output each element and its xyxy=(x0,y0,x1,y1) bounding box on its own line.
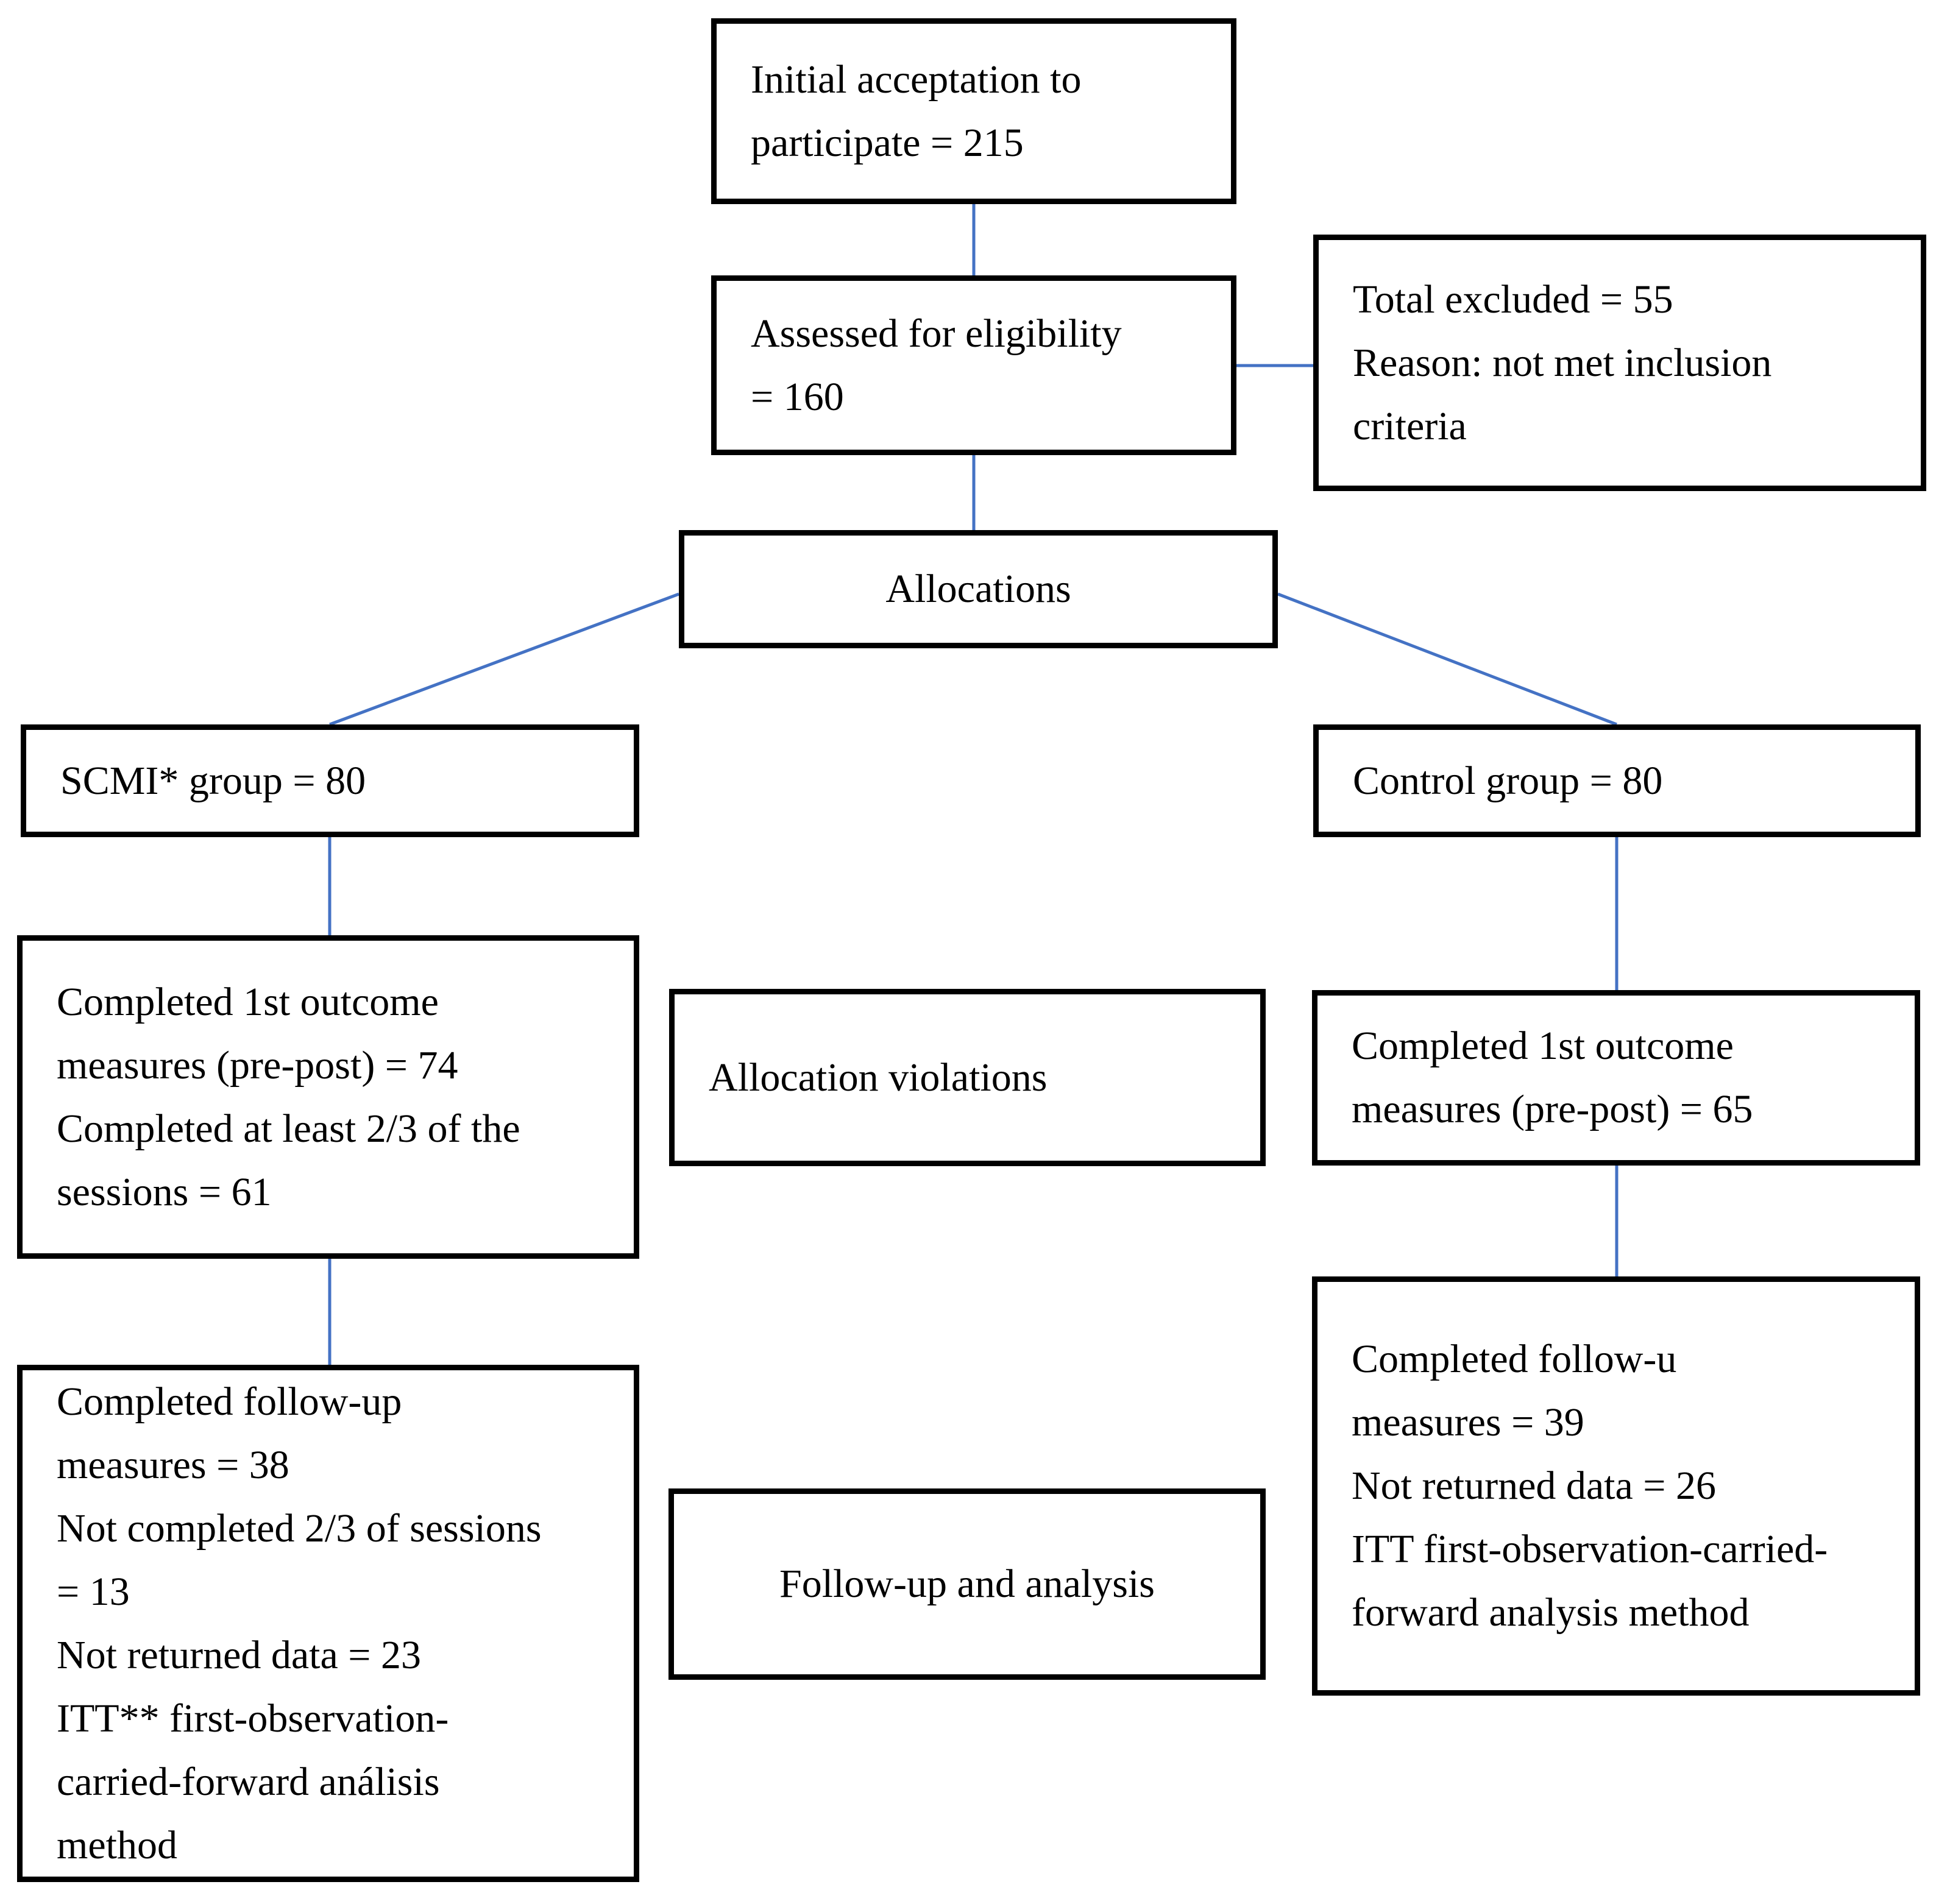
node-initial-acceptation-text: Initial acceptation to participate = 215 xyxy=(751,57,1082,165)
node-allocations-text: Allocations xyxy=(885,567,1071,611)
node-control-first-outcome: Completed 1st outcome measures (pre-post… xyxy=(1312,990,1920,1166)
node-scmi-group: SCMI* group = 80 xyxy=(21,724,639,837)
node-control-followup: Completed follow-u measures = 39 Not ret… xyxy=(1312,1276,1920,1696)
node-followup-and-analysis: Follow-up and analysis xyxy=(668,1488,1266,1680)
node-control-group-text: Control group = 80 xyxy=(1353,758,1663,803)
node-allocation-violations: Allocation violations xyxy=(669,989,1266,1166)
node-assessed-eligibility: Assessed for eligibility = 160 xyxy=(711,275,1236,455)
node-control-followup-text: Completed follow-u measures = 39 Not ret… xyxy=(1352,1337,1828,1635)
node-total-excluded-text: Total excluded = 55 Reason: not met incl… xyxy=(1353,277,1772,448)
node-allocation-violations-text: Allocation violations xyxy=(709,1055,1048,1100)
node-control-first-outcome-text: Completed 1st outcome measures (pre-post… xyxy=(1352,1024,1753,1131)
node-initial-acceptation: Initial acceptation to participate = 215 xyxy=(711,18,1236,204)
connector-allocations-control xyxy=(1277,592,1617,726)
node-control-group: Control group = 80 xyxy=(1313,724,1921,837)
node-scmi-followup: Completed follow-up measures = 38 Not co… xyxy=(17,1365,639,1882)
connector-allocations-scmi xyxy=(329,592,679,726)
node-assessed-eligibility-text: Assessed for eligibility = 160 xyxy=(751,311,1122,419)
node-scmi-first-outcome-text: Completed 1st outcome measures (pre-post… xyxy=(57,979,520,1214)
node-allocations: Allocations xyxy=(679,530,1278,648)
node-scmi-followup-text: Completed follow-up measures = 38 Not co… xyxy=(57,1379,542,1867)
node-scmi-first-outcome: Completed 1st outcome measures (pre-post… xyxy=(17,935,639,1259)
node-scmi-group-text: SCMI* group = 80 xyxy=(60,758,366,803)
node-followup-and-analysis-text: Follow-up and analysis xyxy=(779,1562,1155,1606)
node-total-excluded: Total excluded = 55 Reason: not met incl… xyxy=(1313,235,1926,491)
